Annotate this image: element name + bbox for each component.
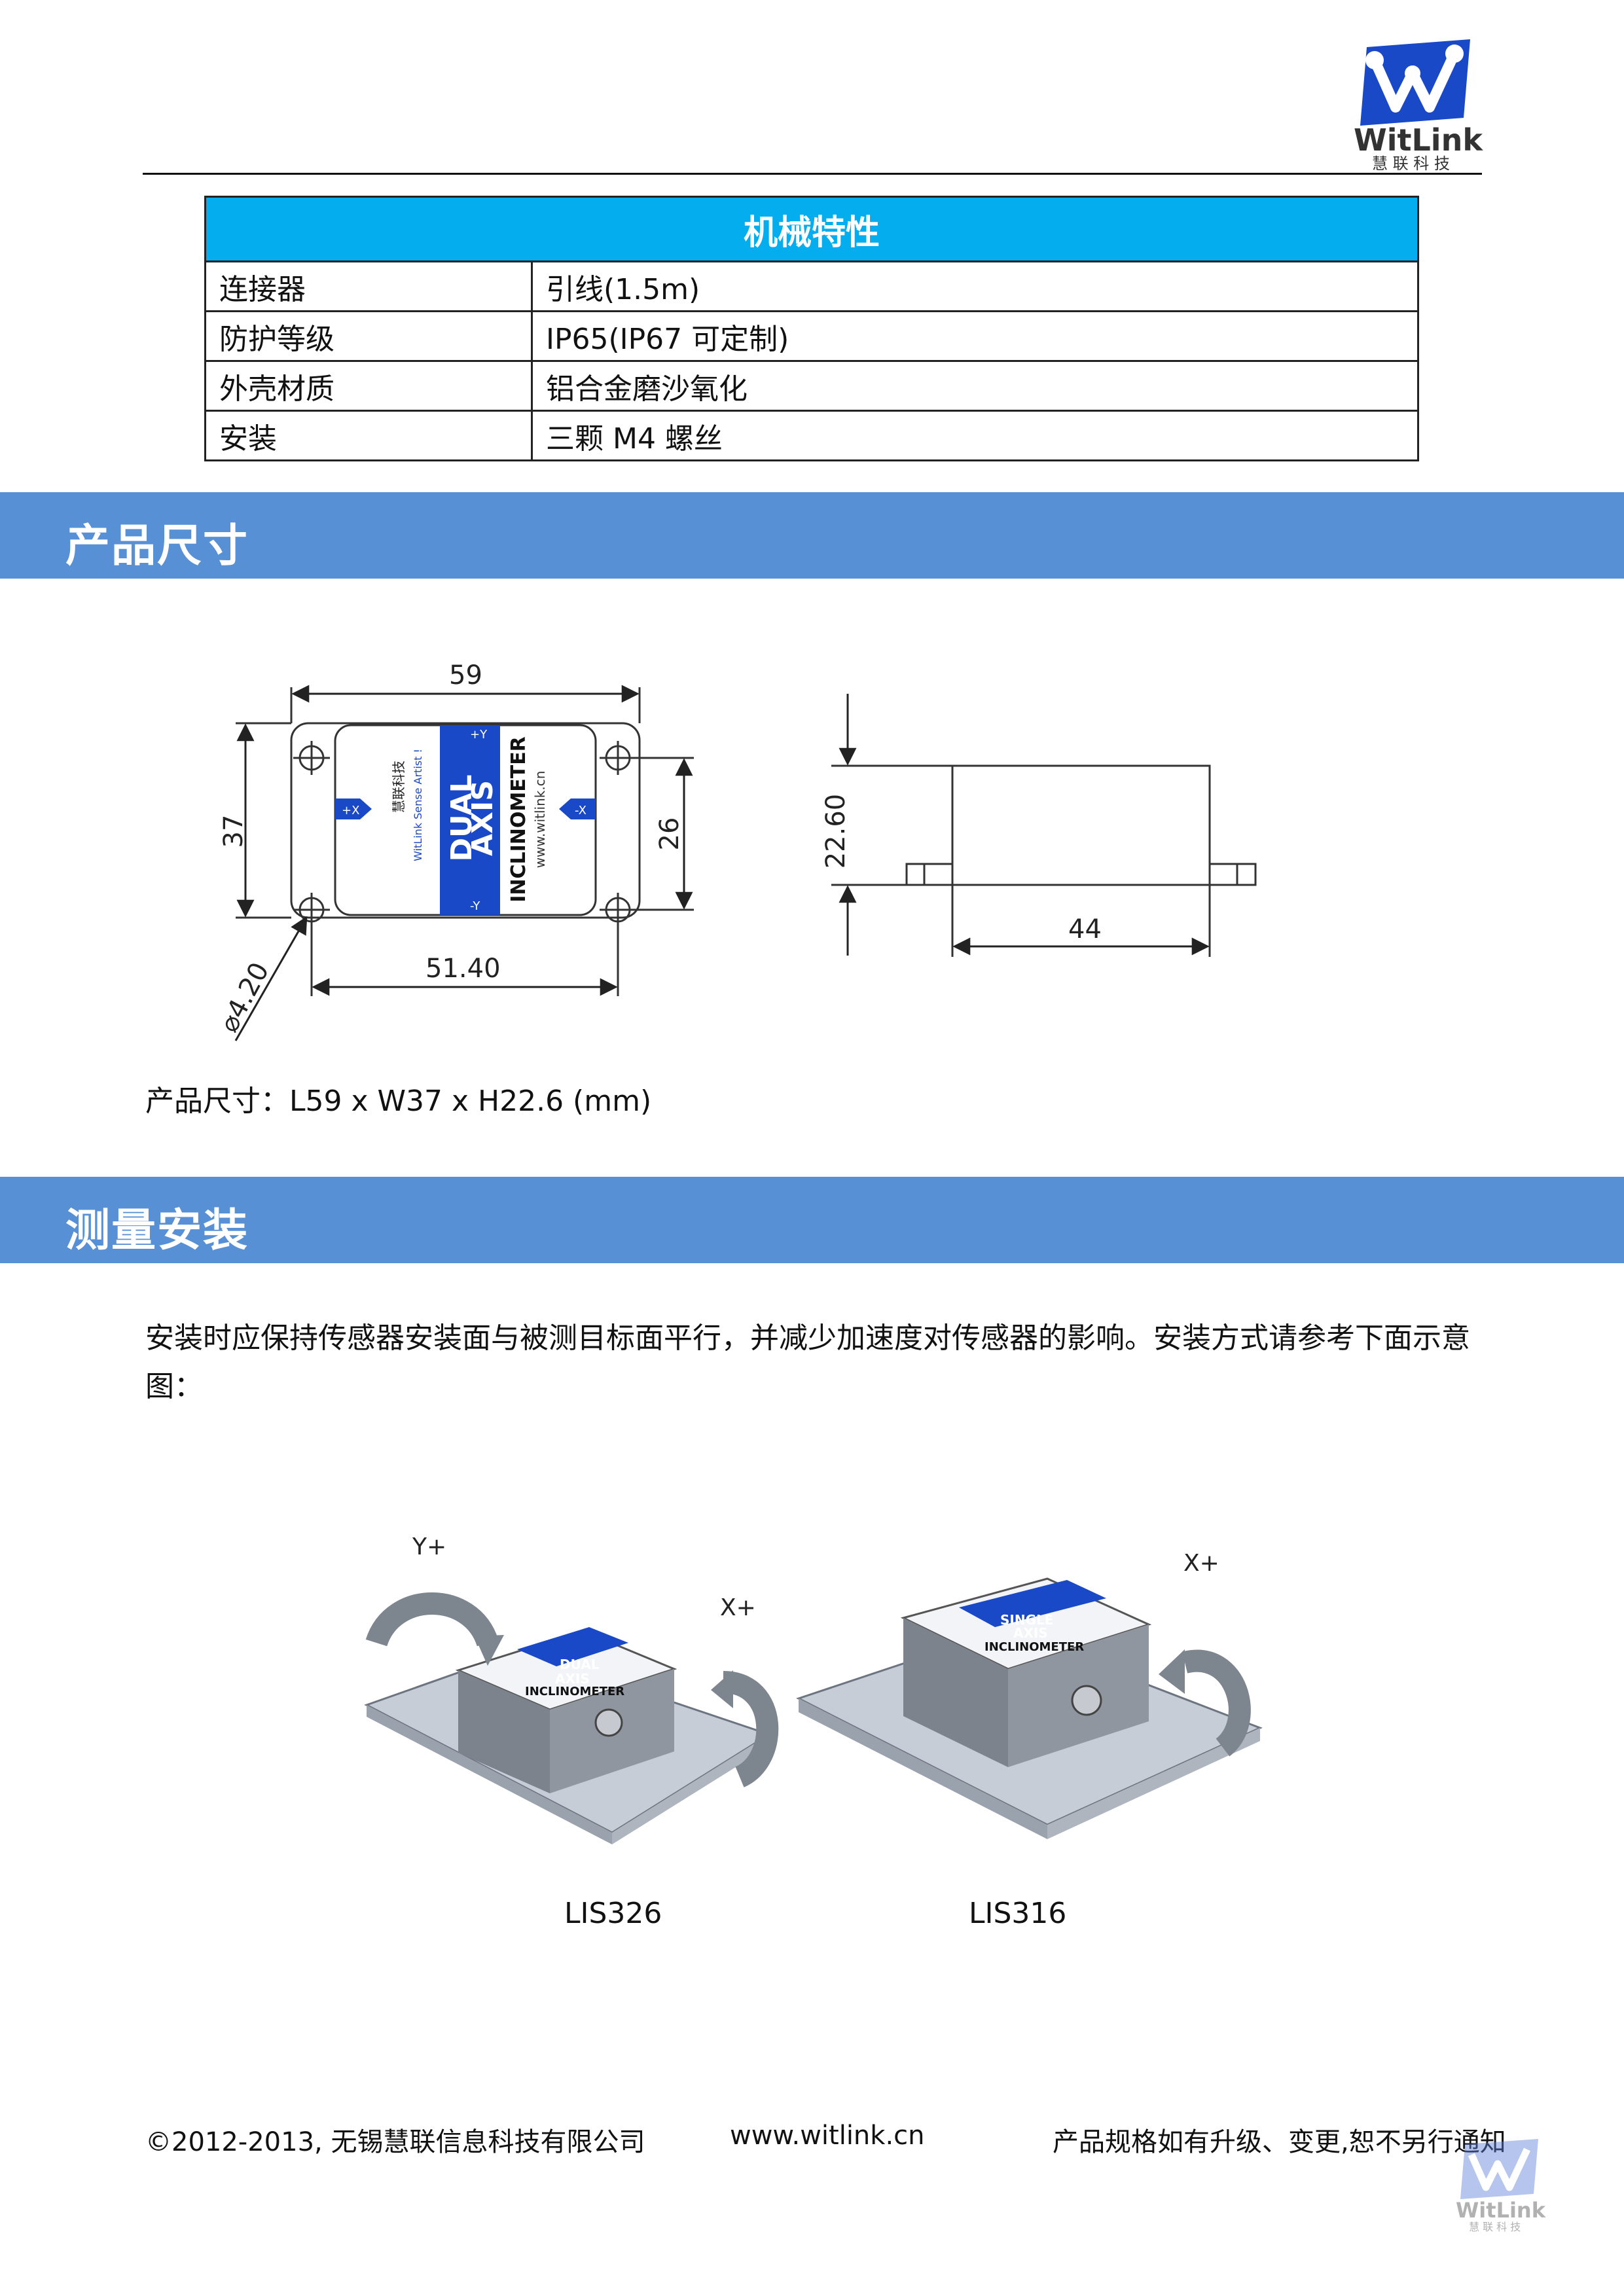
- model-label-lis316: LIS316: [969, 1897, 1067, 1930]
- spec-value: 引线(1.5m): [531, 260, 1419, 312]
- label-axis-ny: -Y: [470, 899, 480, 913]
- side-view: [831, 764, 1257, 957]
- lis316-illustration: X+ SINGLE AXIS INCLINOMETER: [796, 1550, 1263, 1839]
- table-row: 连接器 引线(1.5m): [204, 260, 1419, 312]
- footer-notice: 产品规格如有升级、变更,恕不另行通知: [1053, 2127, 1506, 2157]
- label-dual: DUAL: [445, 775, 478, 862]
- dim-height: 22.60: [821, 794, 851, 869]
- section-bar-install: 测量安装: [0, 1177, 1624, 1263]
- install-illustration: Y+ X+ DUAL AXIS INCLINOMETER X+ SINGLE A…: [364, 1534, 1263, 1844]
- section-bar-size: 产品尺寸: [0, 492, 1624, 579]
- label-brand: 慧联科技: [391, 761, 406, 813]
- lis326-illustration: Y+ X+ DUAL AXIS INCLINOMETER: [364, 1534, 779, 1844]
- right-label-top: SINGLE: [1000, 1612, 1053, 1628]
- left-axis-y: Y+: [412, 1534, 446, 1560]
- watermark-logo-icon: [1460, 2139, 1538, 2199]
- left-label-mid: AXIS: [555, 1671, 590, 1687]
- spec-label: 外壳材质: [204, 360, 533, 412]
- label-url: www.witlink.cn: [532, 771, 548, 869]
- section-title: 产品尺寸: [65, 520, 249, 572]
- spec-table-title: 机械特性: [204, 196, 1419, 262]
- spec-label: 安装: [204, 410, 533, 461]
- size-caption: 产品尺寸：L59 x W37 x H22.6 (mm): [145, 1085, 652, 1118]
- install-paragraph-line1: 安装时应保持传感器安装面与被测目标面平行，并减少加速度对传感器的影响。安装方式请…: [145, 1321, 1470, 1355]
- footer-url[interactable]: www.witlink.cn: [730, 2121, 925, 2151]
- witlink-logo: WitLink 慧 联 科 技: [1348, 34, 1486, 173]
- right-label-mid: AXIS: [1013, 1625, 1048, 1641]
- right-axis-x: X+: [1183, 1550, 1219, 1577]
- model-label-lis326: LIS326: [564, 1897, 662, 1930]
- label-axis-px: +X: [342, 804, 359, 817]
- footer-copyright: ©2012-2013, 无锡慧联信息科技有限公司: [145, 2127, 645, 2157]
- left-axis-x: X+: [720, 1594, 756, 1621]
- watermark-subtitle: 慧 联 科 技: [1469, 2221, 1521, 2233]
- spec-value: 三颗 M4 螺丝: [531, 410, 1419, 461]
- mechanical-spec-table: 机械特性 连接器 引线(1.5m) 防护等级 IP65(IP67 可定制) 外壳…: [204, 196, 1419, 461]
- spec-label: 连接器: [204, 260, 533, 312]
- section-title: 测量安装: [65, 1205, 249, 1257]
- dim-hole-dia: ⌀4.20: [214, 958, 276, 1037]
- label-slogan: WitLink Sense Artist !: [412, 749, 424, 861]
- header-rule: [143, 173, 1482, 175]
- spec-value: IP65(IP67 可定制): [531, 310, 1419, 362]
- spec-table-header: 机械特性: [204, 196, 1419, 262]
- label-axis-py: +Y: [470, 728, 488, 742]
- dim-hole-v: 26: [655, 817, 685, 851]
- label-axis: AXIS: [466, 780, 499, 856]
- table-row: 防护等级 IP65(IP67 可定制): [204, 310, 1419, 362]
- label-inclinometer: INCLINOMETER: [507, 736, 530, 903]
- logo-mark-icon: [1360, 39, 1470, 126]
- logo-wordmark: WitLink: [1354, 122, 1483, 158]
- flange-outline: [290, 722, 641, 919]
- dimension-drawing: 59 37 26 51.40 ⌀4.20 DUAL AXIS INCLINOME…: [214, 660, 1257, 1041]
- watermark-wordmark: WitLink: [1456, 2198, 1546, 2223]
- label-axis-nx: -X: [575, 804, 586, 817]
- dim-base: 44: [1068, 914, 1102, 944]
- spec-label: 防护等级: [204, 310, 533, 362]
- device-label: DUAL AXIS INCLINOMETER www.witlink.cn 慧联…: [335, 725, 596, 915]
- left-label-bot: INCLINOMETER: [525, 1685, 624, 1698]
- left-label-top: DUAL: [560, 1657, 600, 1672]
- dim-length: 59: [449, 660, 482, 691]
- install-paragraph-line2: 图：: [145, 1370, 203, 1403]
- spec-value: 铝合金磨沙氧化: [531, 360, 1419, 412]
- right-label-bot: INCLINOMETER: [984, 1640, 1084, 1654]
- logo-subtitle: 慧 联 科 技: [1372, 154, 1450, 171]
- table-row: 外壳材质 铝合金磨沙氧化: [204, 360, 1419, 412]
- dim-width: 37: [219, 815, 249, 848]
- dim-line-hole-dia: [234, 916, 308, 1041]
- dim-hole-h: 51.40: [425, 954, 501, 984]
- footer-watermark-logo: WitLink 慧 联 科 技: [1452, 2135, 1550, 2233]
- table-row: 安装 三颗 M4 螺丝: [204, 410, 1419, 461]
